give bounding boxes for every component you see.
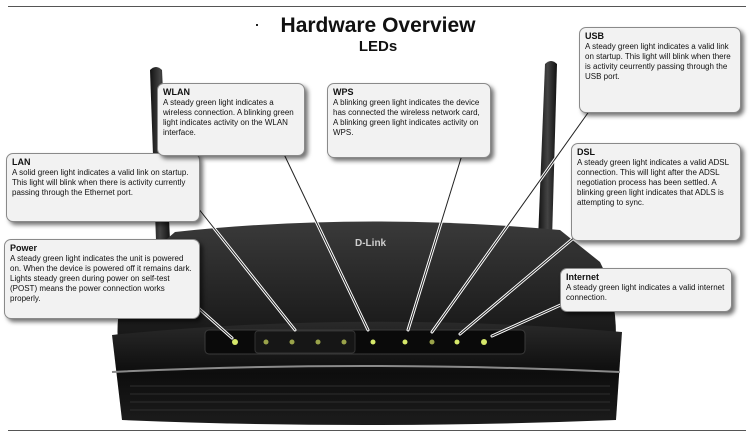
stray-dot — [256, 24, 258, 26]
wlan-led — [370, 339, 376, 345]
led-indicators — [232, 339, 487, 345]
callout-heading: LAN — [12, 157, 31, 167]
lan2-led — [289, 339, 295, 345]
callout-heading: Internet — [566, 272, 600, 282]
callout-heading: WLAN — [163, 87, 190, 97]
router-body — [111, 221, 622, 425]
callout-lan: LAN A solid green light indicates a vali… — [6, 153, 200, 222]
leader-lines — [194, 109, 591, 339]
page-subtitle: LEDs — [358, 38, 398, 55]
wps-led — [402, 339, 408, 345]
lan3-led — [315, 339, 321, 345]
callout-usb: USB A steady green light indicates a val… — [579, 27, 741, 113]
callout-text: A blinking green light indicates the dev… — [333, 98, 480, 137]
callout-heading: USB — [585, 31, 605, 41]
callout-text: A steady green light indicates a wireles… — [163, 98, 294, 137]
bottom-rule — [8, 430, 746, 431]
callout-heading: Power — [10, 243, 38, 253]
callout-text: A steady green light indicates the unit … — [10, 254, 192, 303]
callout-power: Power A steady green light indicates the… — [4, 239, 200, 319]
usb-led — [429, 339, 435, 345]
internet-led — [481, 339, 487, 345]
callout-text: A steady green light indicates a valid A… — [577, 158, 729, 207]
callout-text: A steady green light indicates a valid l… — [585, 42, 731, 81]
callout-wps: WPS A blinking green light indicates the… — [327, 83, 491, 158]
callout-dsl: DSL A steady green light indicates a val… — [571, 143, 741, 241]
callout-text: A solid green light indicates a valid li… — [12, 168, 189, 197]
callout-text: A steady green light indicates a valid i… — [566, 283, 725, 302]
callout-heading: DSL — [577, 147, 595, 157]
power-led — [232, 339, 238, 345]
lan4-led — [341, 339, 347, 345]
page-title: Hardware Overview — [280, 14, 476, 37]
right-antenna — [538, 61, 557, 240]
callout-heading: WPS — [333, 87, 354, 97]
callout-wlan: WLAN A steady green light indicates a wi… — [157, 83, 305, 156]
callout-internet: Internet A steady green light indicates … — [560, 268, 732, 312]
lan1-led — [263, 339, 269, 345]
brand-logo: D-Link — [355, 238, 387, 249]
top-rule — [8, 6, 746, 7]
dsl-led — [454, 339, 460, 345]
